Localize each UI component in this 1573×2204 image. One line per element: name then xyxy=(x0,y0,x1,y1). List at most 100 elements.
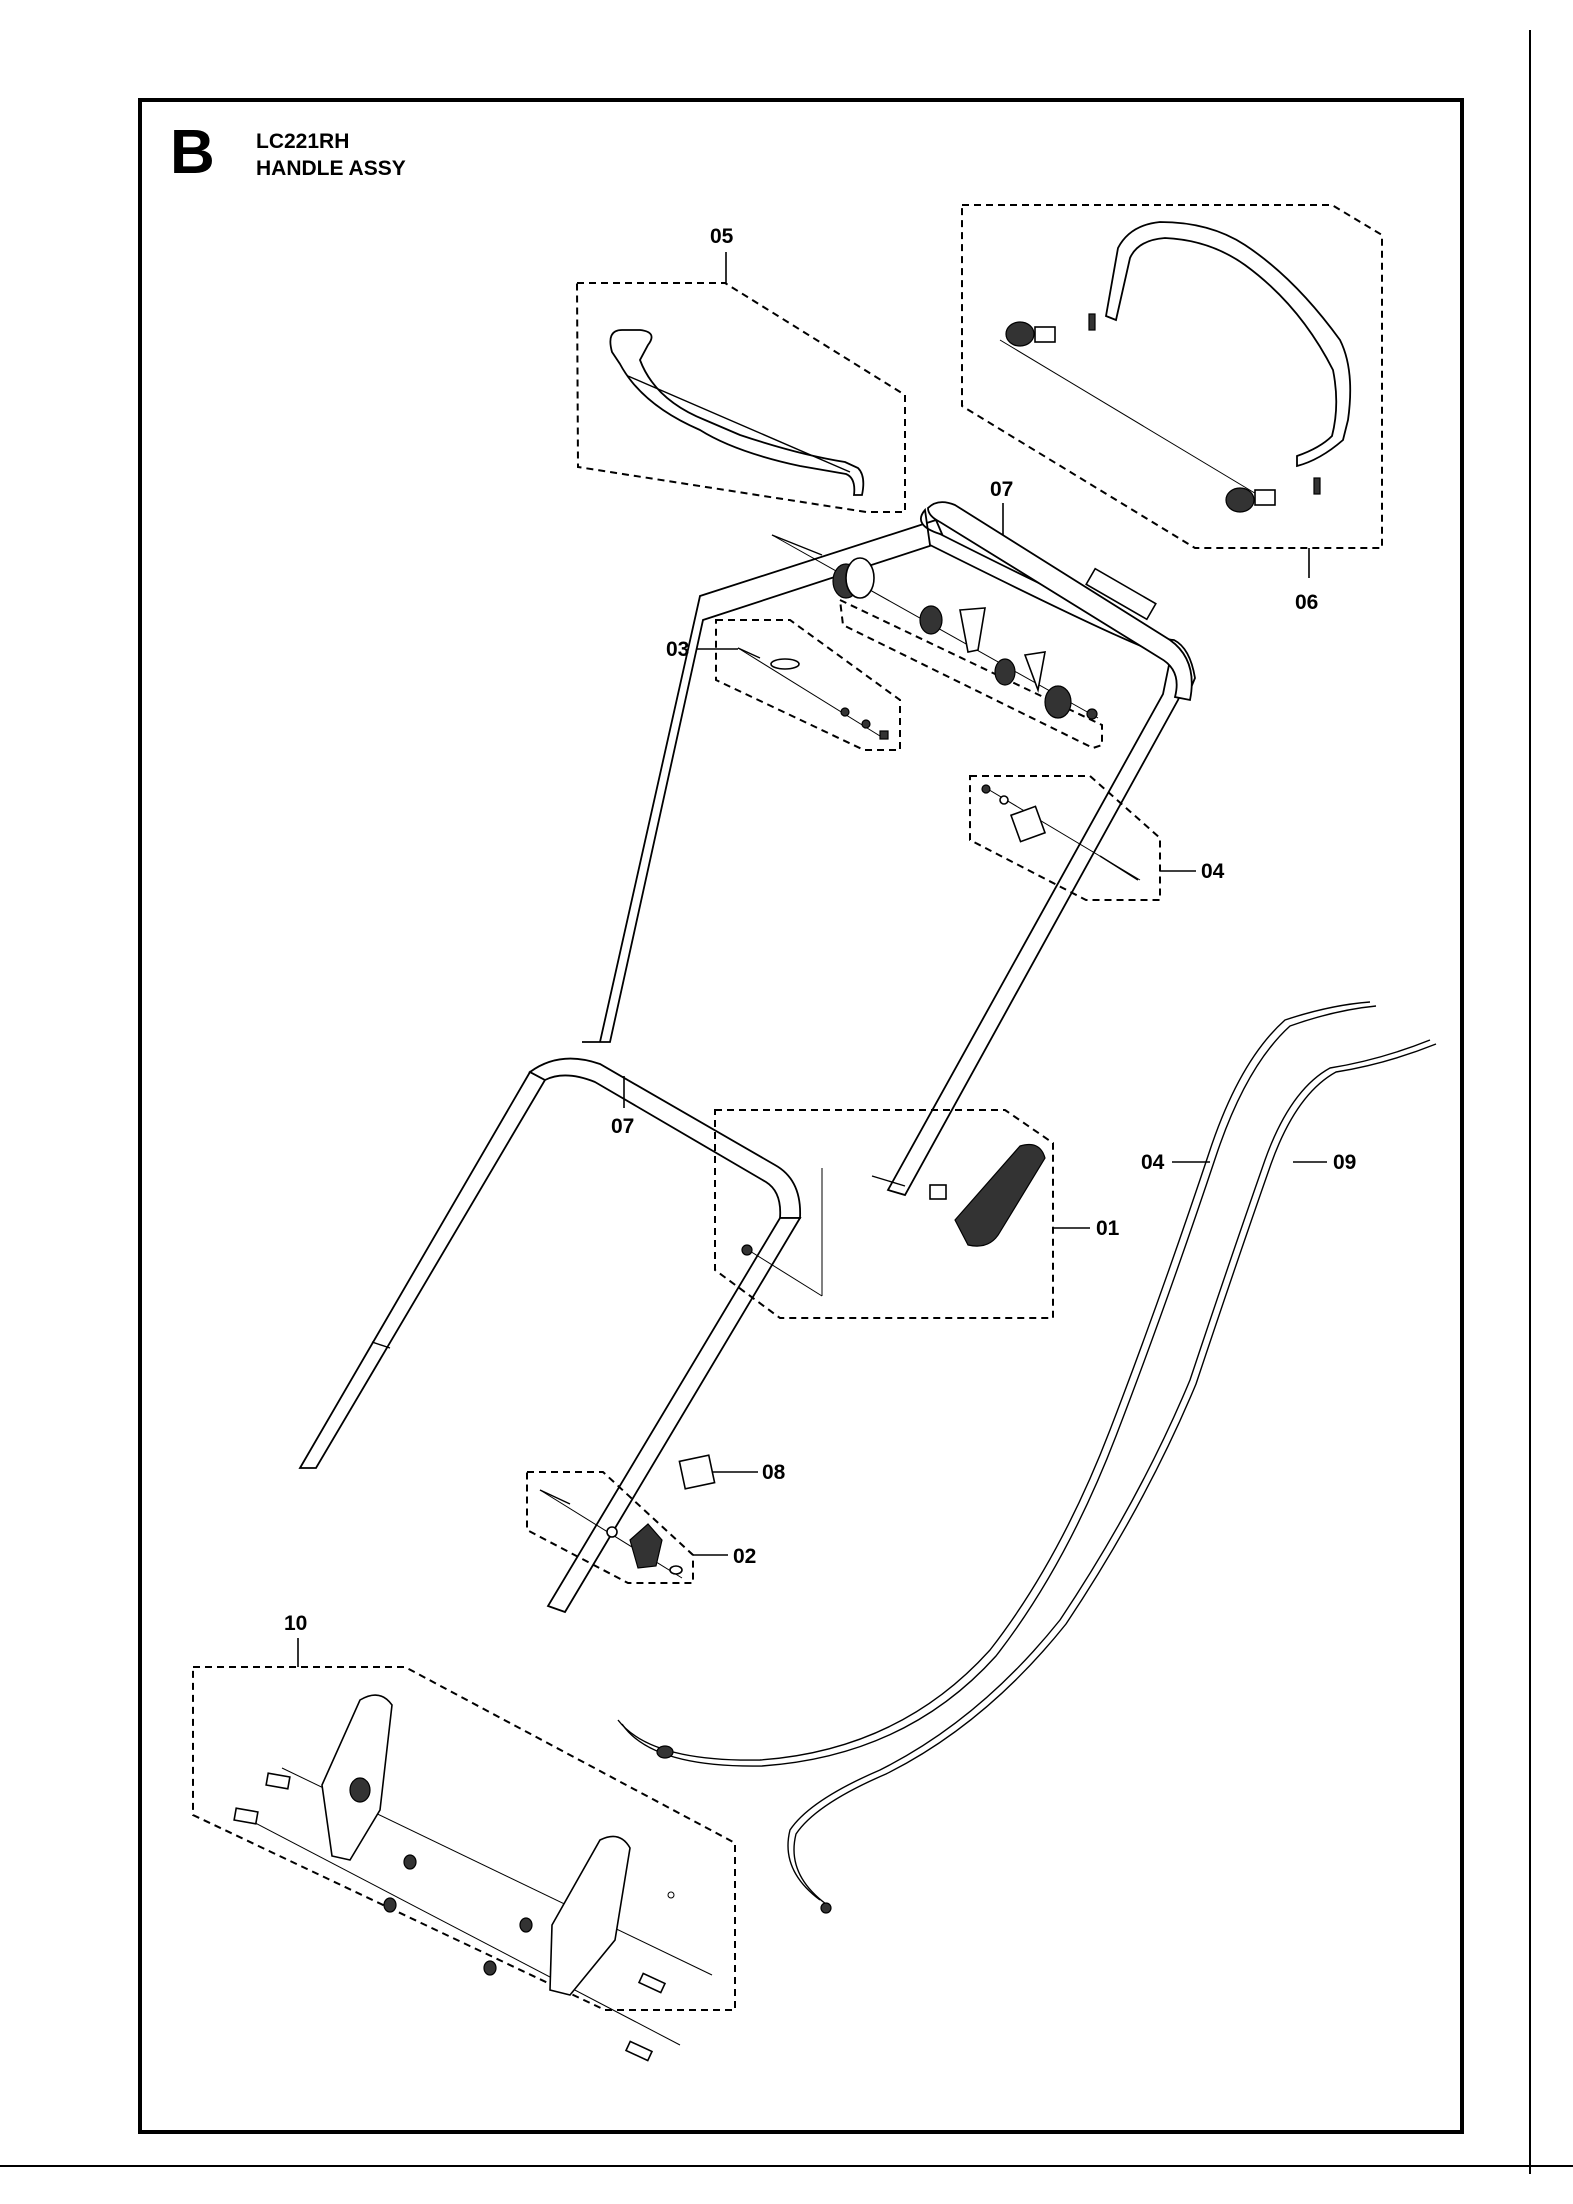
knob-upper-body xyxy=(845,557,875,599)
bracket-06-right-body xyxy=(1254,489,1276,506)
lower-handle-07 xyxy=(298,1057,802,1614)
group-10-brackets xyxy=(192,1666,736,2062)
nut-10-c xyxy=(519,1917,533,1933)
knob-lower xyxy=(1044,685,1072,719)
upper-handle-top-loop xyxy=(927,501,1193,702)
latch-assembly-upper xyxy=(771,534,1103,750)
callout-03: 03 xyxy=(666,638,689,661)
lower-handle-right-leg xyxy=(546,1217,802,1614)
callout-01: 01 xyxy=(1096,1217,1120,1240)
cable-04 xyxy=(617,1001,1371,1761)
bushing-10 xyxy=(349,1777,371,1803)
screw-06-b xyxy=(1313,477,1321,495)
group-10-axis-a xyxy=(239,1814,681,2046)
group-02-outline xyxy=(526,1471,694,1584)
bracket-06-left-body xyxy=(1034,326,1056,343)
callout-06: 06 xyxy=(1295,591,1318,614)
latch-lever xyxy=(959,607,986,653)
cable-04-end xyxy=(656,1745,674,1759)
hole-10 xyxy=(667,1891,675,1899)
group-05-outline xyxy=(575,282,906,513)
cable-09 xyxy=(787,1039,1431,1901)
washer-plate-03 xyxy=(770,658,800,670)
bolt-10-a xyxy=(265,1772,291,1790)
upper-handle-crossbar xyxy=(920,507,1196,693)
bail-bar-05 xyxy=(609,329,865,496)
upper-handle-right-leg xyxy=(886,658,1192,1197)
lower-handle-joint xyxy=(371,1341,391,1349)
screw-06-a xyxy=(1088,313,1096,331)
washer-03 xyxy=(840,707,850,717)
callout-08: 08 xyxy=(762,1461,786,1484)
bolt-03 xyxy=(737,647,761,659)
model-number: LC221RH xyxy=(256,130,350,153)
group-05-bail-bar xyxy=(575,282,906,513)
cable-09-end xyxy=(820,1902,832,1914)
bail-bar-05-edge xyxy=(627,375,851,473)
group-03-outline xyxy=(715,619,901,751)
washer-04 xyxy=(999,795,1009,805)
group-01-lever xyxy=(714,1109,1054,1319)
leader-lines xyxy=(297,252,1327,1667)
control-cables xyxy=(617,1001,1437,1914)
bracket-06-left xyxy=(1005,321,1035,347)
bolt-10-d xyxy=(624,2040,654,2062)
long-bolt xyxy=(771,534,823,556)
clip-08 xyxy=(678,1454,716,1490)
bottom-rule xyxy=(0,2165,1573,2167)
nut-01 xyxy=(741,1244,753,1256)
nut-upper xyxy=(1086,708,1098,720)
upper-handle-left-leg xyxy=(582,518,947,1043)
callout-07-lower: 07 xyxy=(611,1115,634,1138)
callout-10: 10 xyxy=(284,1612,307,1635)
bolt-02 xyxy=(539,1489,571,1505)
cable-09-inner xyxy=(793,1043,1437,1905)
lower-handle-crossbar xyxy=(528,1057,801,1219)
group-06-outline xyxy=(961,204,1383,549)
lever-01 xyxy=(954,1143,1046,1247)
locknut-03 xyxy=(879,730,889,740)
callout-07-upper: 07 xyxy=(990,478,1013,501)
latch-piece-b xyxy=(994,658,1016,686)
diagram-frame xyxy=(138,98,1464,2134)
clamp-block-04 xyxy=(1009,805,1047,843)
group-03-fastener xyxy=(715,619,901,751)
callout-02: 02 xyxy=(733,1545,756,1568)
star-knob-02 xyxy=(629,1523,663,1569)
bolt-10-b xyxy=(233,1807,259,1825)
washer-02 xyxy=(606,1526,618,1538)
latch-clip xyxy=(1023,651,1046,693)
bracket-10-left xyxy=(321,1694,393,1861)
nut-10-a xyxy=(403,1854,417,1870)
callout-04-clamp: 04 xyxy=(1201,860,1225,883)
section-letter: B xyxy=(170,118,215,187)
latch-piece-a xyxy=(919,605,943,635)
bracket-10-right xyxy=(549,1835,631,1996)
nut-03 xyxy=(861,719,871,729)
callout-04-cable: 04 xyxy=(1141,1151,1165,1174)
right-margin-rule xyxy=(1529,30,1531,2174)
part-08-clip xyxy=(678,1454,716,1490)
bushing-01 xyxy=(929,1184,947,1200)
upper-handle-07 xyxy=(582,501,1196,1197)
bolt-10-c xyxy=(637,1972,667,1994)
group-03-axis xyxy=(737,647,881,737)
cable-04-inner xyxy=(621,1005,1377,1767)
nut-10-d xyxy=(483,1960,497,1976)
group-01-axis-b xyxy=(744,1247,823,1297)
bail-bar-06 xyxy=(1104,221,1352,468)
callout-09: 09 xyxy=(1333,1151,1356,1174)
group-04-clamp xyxy=(969,775,1161,901)
washer-02b xyxy=(669,1565,683,1575)
bolt-04 xyxy=(1099,855,1139,881)
bracket-06-right xyxy=(1225,487,1255,513)
group-04-outline xyxy=(969,775,1161,901)
diagram-title: HANDLE ASSY xyxy=(256,157,406,180)
group-06-bail-bar xyxy=(961,204,1383,549)
callout-05: 05 xyxy=(710,225,734,248)
group-01-outline xyxy=(714,1109,1054,1319)
group-02-knob xyxy=(526,1471,694,1584)
group-06-axis xyxy=(999,339,1259,496)
